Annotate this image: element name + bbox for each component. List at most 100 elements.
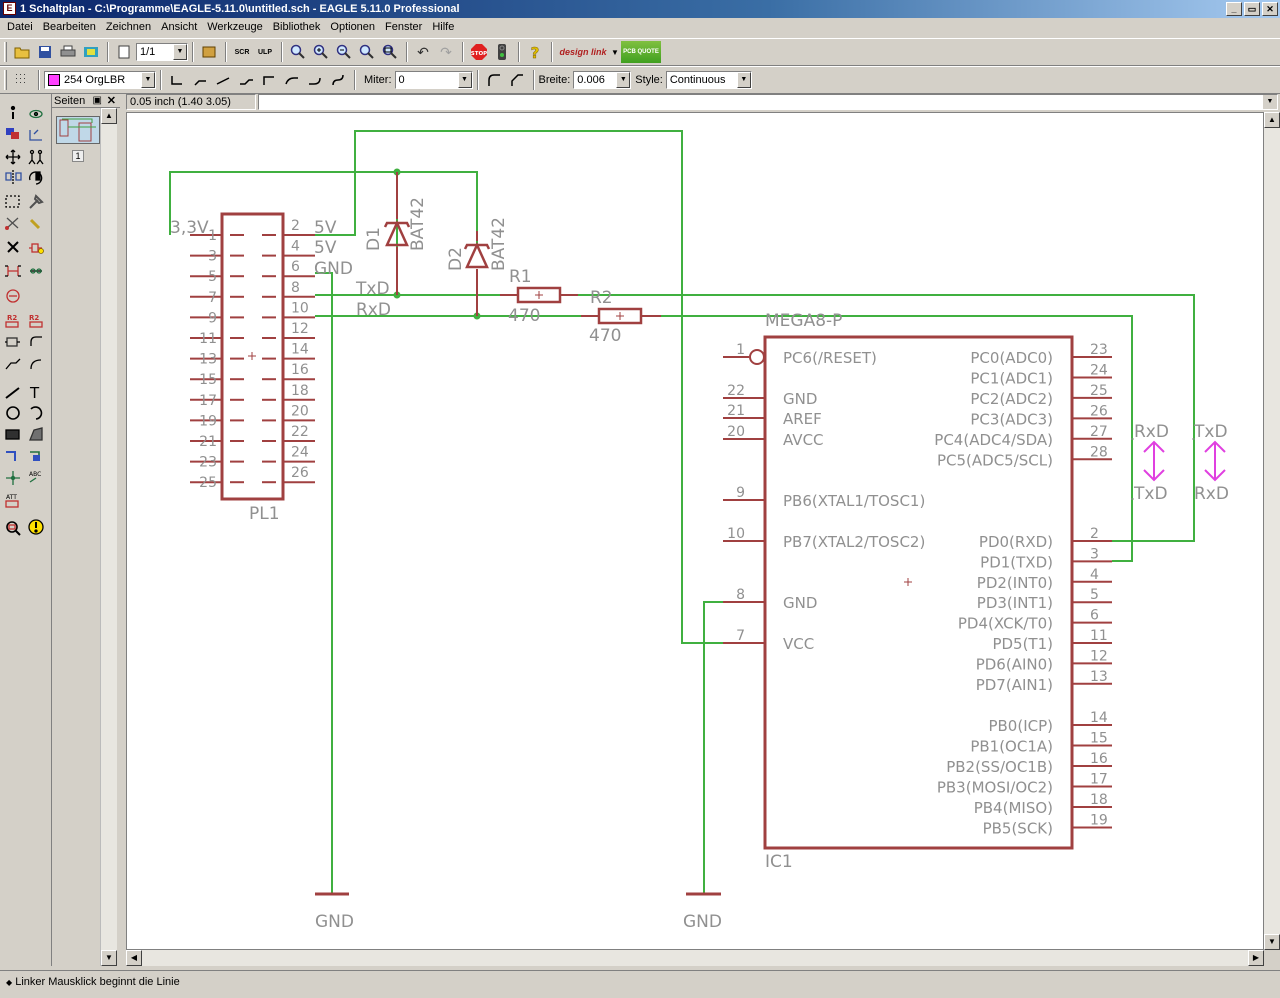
grid-icon[interactable] — [11, 69, 33, 91]
pcb-quote-icon[interactable]: PCB QUOTE — [621, 41, 661, 63]
cam-icon[interactable] — [80, 41, 102, 63]
zoom-out-icon[interactable] — [333, 41, 355, 63]
replace-icon[interactable] — [30, 268, 42, 274]
errors-icon[interactable] — [28, 519, 44, 535]
stop-icon[interactable]: STOP — [468, 41, 490, 63]
gnd-symbol-2[interactable]: GND — [683, 892, 722, 932]
miter-round-icon[interactable] — [483, 69, 505, 91]
sheet-icon[interactable] — [113, 41, 135, 63]
ulp-icon[interactable]: ULP — [258, 48, 272, 56]
menu-bibliothek[interactable]: Bibliothek — [272, 21, 321, 33]
script-icon[interactable] — [198, 41, 220, 63]
move-icon[interactable] — [5, 149, 21, 165]
menu-hilfe[interactable]: Hilfe — [432, 21, 455, 33]
pinswap-icon[interactable] — [5, 265, 21, 277]
smash-icon[interactable] — [5, 337, 20, 347]
wire-bend-1-icon[interactable] — [189, 69, 211, 91]
design-link-icon[interactable]: design link — [559, 46, 607, 57]
mark-icon[interactable] — [29, 129, 42, 141]
scroll-left-icon[interactable]: ◀ — [126, 950, 142, 966]
print-icon[interactable] — [57, 41, 79, 63]
diode-d2[interactable]: D2 BAT42 — [446, 217, 509, 316]
value-icon[interactable]: R2 — [29, 314, 43, 328]
group-icon[interactable] — [5, 195, 20, 208]
scroll-up-icon[interactable]: ▲ — [1264, 112, 1280, 128]
resistor-r2[interactable]: R2 470 — [581, 288, 661, 346]
connector-pl1[interactable]: 1234567891011121314151617181920212223242… — [190, 212, 315, 524]
name-icon[interactable]: R2 — [5, 314, 19, 328]
wire-bend-5-icon[interactable] — [281, 69, 303, 91]
menu-zeichnen[interactable]: Zeichnen — [105, 21, 152, 33]
arc-icon[interactable] — [30, 406, 43, 420]
pages-scrollbar[interactable]: ▲ ▼ — [100, 108, 117, 966]
scroll-down-icon[interactable]: ▼ — [1264, 934, 1280, 950]
mirror-icon[interactable] — [5, 170, 22, 184]
display-icon[interactable] — [6, 128, 19, 139]
gnd-symbol-1[interactable]: GND — [315, 892, 354, 932]
design-link-dropdown-icon[interactable]: ▼ — [611, 47, 619, 57]
scroll-up-icon[interactable]: ▲ — [101, 108, 117, 124]
undock-icon[interactable]: ▣ — [92, 95, 102, 106]
net-icon[interactable] — [30, 451, 40, 461]
circle-icon[interactable] — [6, 406, 20, 420]
miter-select[interactable]: 0▼ — [394, 71, 473, 89]
polygon-icon[interactable] — [29, 427, 43, 441]
invoke-icon[interactable] — [30, 359, 42, 370]
change-icon[interactable] — [29, 194, 44, 209]
command-line-input[interactable]: ▼ — [258, 94, 1278, 110]
menu-fenster[interactable]: Fenster — [385, 21, 423, 33]
close-panel-icon[interactable]: ✕ — [106, 95, 116, 107]
text-icon[interactable]: T — [29, 384, 40, 402]
wire-bend-6-icon[interactable] — [304, 69, 326, 91]
help-icon[interactable]: ? — [524, 41, 546, 63]
wire-icon[interactable] — [5, 387, 20, 399]
add-icon[interactable] — [29, 243, 44, 254]
page-thumbnail[interactable] — [56, 116, 100, 144]
open-icon[interactable] — [11, 41, 33, 63]
zoom-in-icon[interactable] — [310, 41, 332, 63]
annotation-txd-rxd[interactable]: TxD RxD — [1192, 422, 1229, 504]
style-select[interactable]: Continuous▼ — [665, 71, 752, 89]
go-icon[interactable] — [491, 41, 513, 63]
scroll-right-icon[interactable]: ▶ — [1248, 950, 1264, 966]
wire-bend-7-icon[interactable] — [327, 69, 349, 91]
miter-straight-icon[interactable] — [506, 69, 528, 91]
attribute-icon[interactable]: ATT — [5, 494, 19, 508]
wire-bend-4-icon[interactable] — [258, 69, 280, 91]
save-icon[interactable] — [34, 41, 56, 63]
wire-bend-0-icon[interactable] — [166, 69, 188, 91]
split-icon[interactable] — [5, 358, 21, 370]
menu-bearbeiten[interactable]: Bearbeiten — [42, 21, 96, 33]
layer-select[interactable]: 254 OrgLBR▼ — [44, 71, 156, 89]
scr-icon[interactable]: SCR — [234, 48, 250, 56]
delete-icon[interactable] — [7, 241, 19, 253]
bus-icon[interactable] — [6, 451, 16, 461]
minimize-button[interactable]: _ — [1226, 2, 1242, 16]
zoom-select-icon[interactable] — [379, 41, 401, 63]
zoom-fit-icon[interactable] — [287, 41, 309, 63]
command-history-dropdown-icon[interactable]: ▼ — [1263, 95, 1277, 109]
horizontal-scrollbar[interactable]: ◀ ▶ — [126, 950, 1264, 966]
undo-icon[interactable]: ↶ — [417, 43, 429, 60]
junction-icon[interactable] — [6, 471, 20, 485]
label-icon[interactable]: ABC — [29, 471, 41, 483]
cut-icon[interactable] — [5, 217, 19, 230]
rect-icon[interactable] — [5, 429, 20, 440]
menu-ansicht[interactable]: Ansicht — [161, 21, 198, 33]
zoom-redraw-icon[interactable] — [356, 41, 378, 63]
erc-icon[interactable] — [6, 521, 21, 536]
rotate-icon[interactable] — [29, 171, 43, 185]
wire-bend-2-icon[interactable] — [212, 69, 234, 91]
show-icon[interactable] — [29, 109, 43, 119]
width-select[interactable]: 0.006▼ — [573, 71, 632, 89]
paste-icon[interactable] — [29, 218, 41, 230]
scroll-down-icon[interactable]: ▼ — [101, 950, 117, 966]
gateswap-icon[interactable] — [6, 289, 20, 303]
menu-werkzeuge[interactable]: Werkzeuge — [207, 21, 263, 33]
maximize-button[interactable]: ▭ — [1244, 2, 1260, 16]
sheet-select[interactable]: 1/1▼ — [136, 43, 188, 61]
close-button[interactable]: ✕ — [1262, 2, 1278, 16]
annotation-rxd-txd[interactable]: RxD TxD — [1131, 422, 1169, 504]
menu-optionen[interactable]: Optionen — [330, 21, 376, 33]
